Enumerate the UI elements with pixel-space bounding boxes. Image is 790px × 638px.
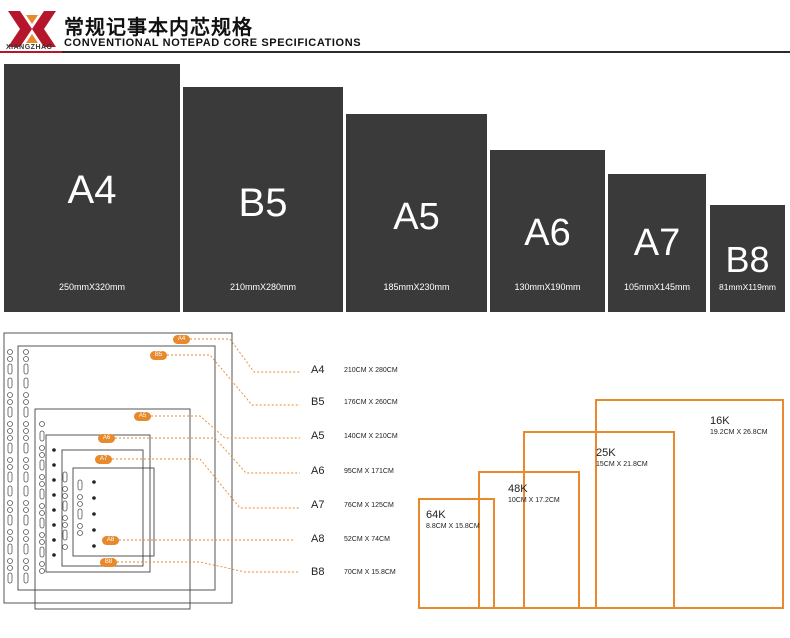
page-header: XIANGZHAO 常规记事本内芯规格 CONVENTIONAL NOTEPAD… [0,0,790,58]
refill-size: 95CM X 171CM [344,468,394,475]
k-size-dim: 10CM X 17.2CM [508,497,560,504]
format-size: 210mmX280mm [229,282,297,292]
refill-a6-outline [45,434,151,573]
tag-label: B8 [104,559,113,565]
format-name: B8 [725,239,770,280]
refill-a7-outline [61,449,144,567]
format-size: 185mmX230mm [383,282,450,292]
k-size-boxes [418,399,784,609]
tag-label: A7 [99,456,108,462]
format-size: 250mmX320mm [58,282,126,292]
k-size-dim: 8.8CM X 15.8CM [426,523,480,530]
k-size-name: 16K [710,415,730,427]
refill-size: 140CM X 210CM [344,433,398,440]
refill-name: A7 [311,499,325,511]
refill-b8-outline [72,467,155,557]
refill-size: 52CM X 74CM [344,536,390,543]
format-size: 81mmX119mm [719,282,776,292]
refill-name: B8 [311,566,325,578]
k-size-name: 25K [596,447,616,459]
tag-label: A8 [106,537,115,543]
tag-a5 [134,412,151,421]
header-divider-accent [0,51,62,53]
tag-a4 [173,335,190,344]
k16-box [595,399,784,609]
tag-b5 [150,351,167,360]
refill-size: 70CM X 15.8CM [344,569,396,576]
k64-box [418,498,495,609]
k-size-dim: 15CM X 21.8CM [596,461,648,468]
format-card-a5: A5 185mmX230mm [346,114,487,312]
tag-label: A5 [138,413,147,419]
format-name: A5 [393,196,440,238]
format-card-a6: A6 130mmX190mm [490,150,605,312]
tag-a7 [95,455,112,464]
leader-lines [112,338,300,573]
format-size: 130mmX190mm [514,282,581,292]
refill-size: 76CM X 125CM [344,502,394,509]
tag-a6 [98,434,115,443]
refill-size: 210CM X 280CM [344,367,398,374]
format-card-b5: B5 210mmX280mm [183,87,343,312]
header-divider [0,51,790,53]
page-title: 常规记事本内芯规格 [64,15,253,39]
k25-box [523,431,675,609]
binder-holes-outer [7,349,83,584]
tag-a8 [102,536,119,545]
refill-name: A5 [311,430,325,442]
k-size-name: 48K [508,483,528,495]
refill-name: A4 [311,364,325,376]
refill-name: A8 [311,533,325,545]
refill-a4-outline [3,332,233,604]
format-name: A4 [67,168,117,212]
tag-label: B5 [154,352,163,358]
refill-a5-outline [34,408,191,610]
binder-holes-filled [52,448,96,557]
format-card-a4: A4 250mmX320mm [4,64,180,312]
refill-size: 176CM X 260CM [344,399,398,406]
page-subtitle: CONVENTIONAL NOTEPAD CORE SPECIFICATIONS [64,37,362,49]
refill-name: A6 [311,465,325,477]
refill-b5-outline [17,345,216,591]
k48-box [478,471,580,609]
k-size-name: 64K [426,509,446,521]
format-card-a7: A7 105mmX145mm [608,174,706,312]
format-card-b8: B8 81mmX119mm [710,205,785,312]
format-name: A7 [633,222,681,264]
tag-label: A6 [102,435,111,441]
brand-name: XIANGZHAO [6,44,53,51]
format-name: B5 [238,181,288,225]
tag-label: A4 [177,336,186,342]
refill-name: B5 [311,396,325,408]
tag-b8 [100,558,117,567]
format-size: 105mmX145mm [623,282,691,292]
refill-tags [95,335,190,567]
brand-logo-icon [8,11,56,47]
k-size-dim: 19.2CM X 26.8CM [710,429,768,436]
format-name: A6 [524,212,571,254]
